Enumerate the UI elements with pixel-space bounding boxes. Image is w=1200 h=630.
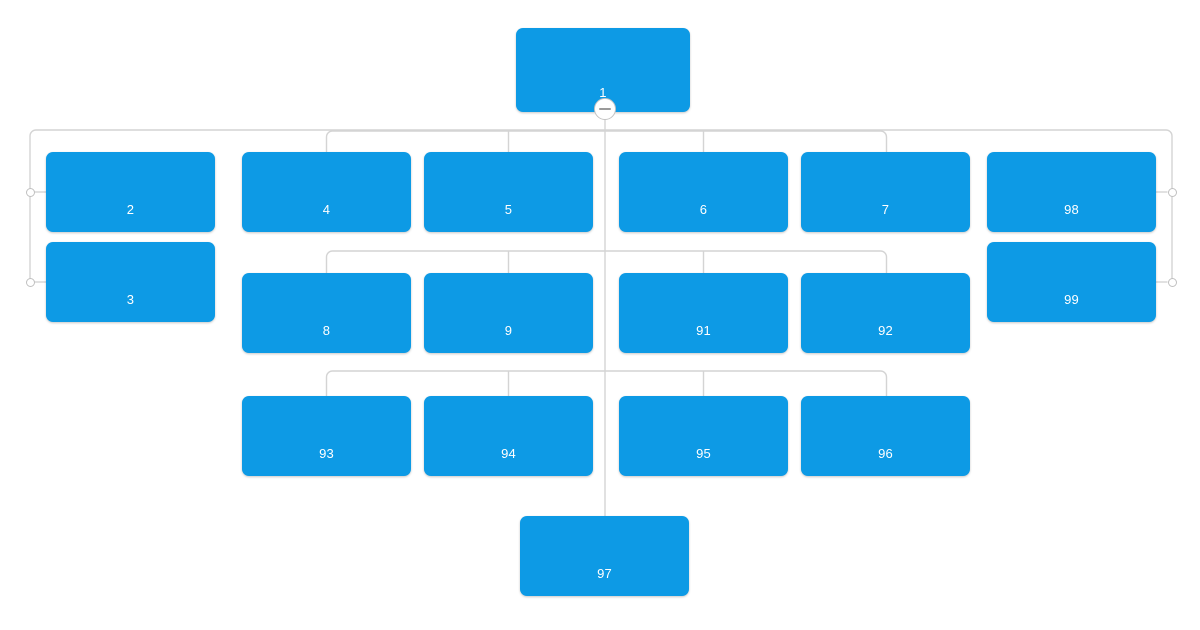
node-label: 1	[599, 85, 607, 100]
node-91[interactable]: 91	[619, 273, 788, 353]
node-7[interactable]: 7	[801, 152, 970, 232]
side-dot-node-3[interactable]	[25, 277, 35, 287]
node-label: 9	[504, 323, 513, 338]
node-94[interactable]: 94	[424, 396, 593, 476]
node-6[interactable]: 6	[619, 152, 788, 232]
node-99[interactable]: 99	[987, 242, 1156, 322]
node-92[interactable]: 92	[801, 273, 970, 353]
node-label: 4	[322, 202, 331, 217]
node-label: 5	[504, 202, 513, 217]
node-96[interactable]: 96	[801, 396, 970, 476]
node-93[interactable]: 93	[242, 396, 411, 476]
connector-row2-bus-corner-left	[325, 250, 333, 258]
node-label: 3	[126, 292, 135, 307]
connector-row3-bus-corner-left	[325, 370, 333, 378]
node-label: 93	[319, 446, 334, 461]
node-label: 99	[1064, 292, 1079, 307]
connector-row1-bus-corner-left	[325, 130, 333, 138]
side-dot-node-98[interactable]	[1167, 187, 1177, 197]
node-3[interactable]: 3	[46, 242, 215, 322]
node-4[interactable]: 4	[242, 152, 411, 232]
connector-outer-bus-corner-right	[1165, 129, 1173, 137]
connector-row2-bus-corner-right	[880, 250, 888, 258]
minus-icon	[599, 108, 611, 110]
connector-row1-bus-corner-right	[880, 130, 888, 138]
collapse-toggle-root[interactable]	[594, 98, 616, 120]
node-9[interactable]: 9	[424, 273, 593, 353]
node-95[interactable]: 95	[619, 396, 788, 476]
connector-row3-bus-corner-right	[880, 370, 888, 378]
side-dot-node-2[interactable]	[25, 187, 35, 197]
node-label: 7	[881, 202, 890, 217]
node-label: 98	[1064, 202, 1079, 217]
node-2[interactable]: 2	[46, 152, 215, 232]
node-label: 2	[126, 202, 135, 217]
node-98[interactable]: 98	[987, 152, 1156, 232]
node-label: 94	[501, 446, 516, 461]
node-label: 8	[322, 323, 331, 338]
connector-outer-bus-corner-left	[29, 129, 37, 137]
node-label: 96	[878, 446, 893, 461]
node-label: 97	[597, 566, 612, 581]
node-label: 91	[696, 323, 711, 338]
node-label: 6	[699, 202, 708, 217]
node-97[interactable]: 97	[520, 516, 689, 596]
node-label: 95	[696, 446, 711, 461]
side-dot-node-99[interactable]	[1167, 277, 1177, 287]
node-label: 92	[878, 323, 893, 338]
node-8[interactable]: 8	[242, 273, 411, 353]
node-5[interactable]: 5	[424, 152, 593, 232]
